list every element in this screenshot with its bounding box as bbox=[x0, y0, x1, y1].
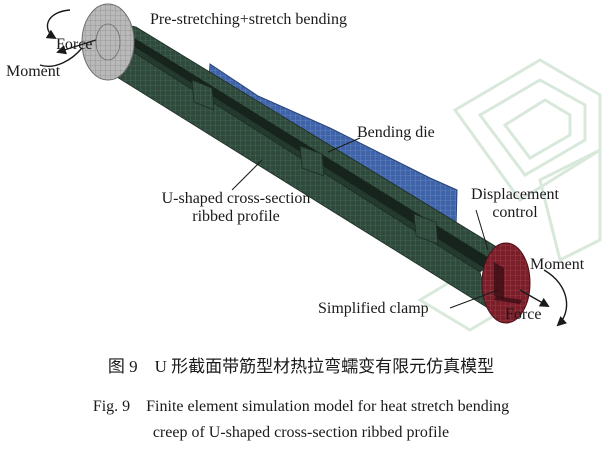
caption-chinese: 图 9 U 形截面带筋型材热拉弯蠕变有限元仿真模型 bbox=[107, 357, 495, 376]
process-label: Pre-stretching+stretch bending bbox=[150, 11, 347, 28]
moment-label-left: Moment bbox=[6, 63, 61, 80]
moment-label-right: Moment bbox=[530, 256, 585, 273]
displacement-label-line1: Displacement bbox=[471, 186, 559, 203]
force-label-left: Force bbox=[56, 36, 93, 53]
profile-ribs bbox=[191, 79, 439, 245]
moment-arrow-left bbox=[39, 47, 83, 67]
moment-arrow-right bbox=[543, 269, 568, 327]
bending-die-label: Bending die bbox=[357, 124, 435, 141]
left-clamp bbox=[81, 3, 135, 81]
profile-near-wall bbox=[91, 25, 489, 309]
profile-label: U-shaped cross-section ribbed profile bbox=[146, 190, 326, 226]
caption-english-line2: creep of U-shaped cross-section ribbed p… bbox=[152, 424, 450, 441]
caption-english-line1: Fig. 9 Finite element simulation model f… bbox=[92, 398, 510, 415]
displacement-label-line2: control bbox=[492, 204, 538, 221]
force-arrow-left bbox=[45, 9, 71, 40]
leader-lines bbox=[231, 137, 499, 309]
profile-label-line2: ribbed profile bbox=[192, 208, 280, 225]
profile-label-line1: U-shaped cross-section bbox=[161, 190, 311, 207]
simplified-clamp-label: Simplified clamp bbox=[318, 300, 429, 317]
force-label-right: Force bbox=[505, 306, 542, 323]
force-arrow-right bbox=[519, 289, 550, 307]
force-direction-arrow-left bbox=[56, 39, 97, 55]
displacement-control-label: Displacement control bbox=[450, 186, 580, 222]
